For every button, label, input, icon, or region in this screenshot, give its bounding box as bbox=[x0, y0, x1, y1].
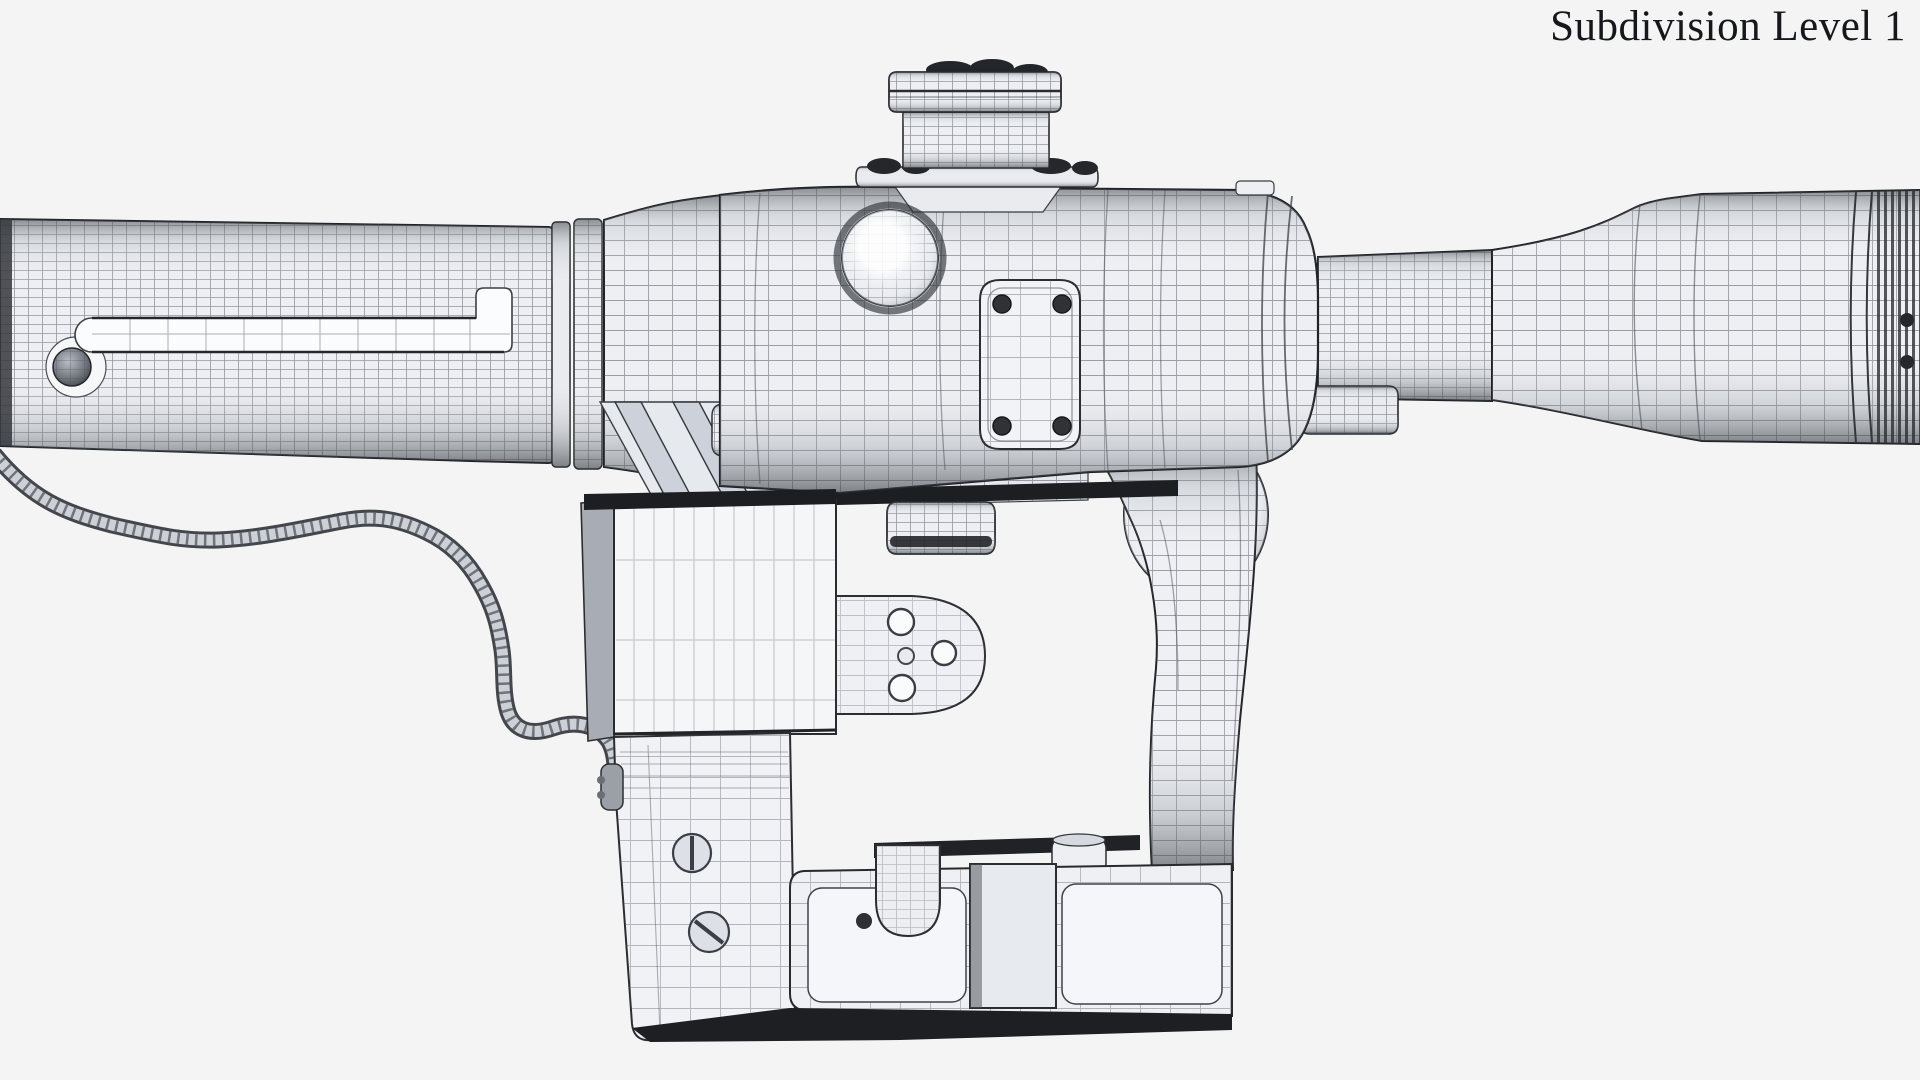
body-end-rings bbox=[1261, 191, 1293, 463]
plate-screw bbox=[992, 294, 1012, 314]
mount-block-grid bbox=[616, 501, 836, 733]
lug-hole bbox=[886, 607, 916, 637]
lug-hole-small bbox=[897, 647, 915, 665]
clamp-lug bbox=[835, 595, 986, 715]
eyecup-slot bbox=[74, 287, 513, 353]
cable-connector bbox=[597, 763, 624, 811]
tube-edge-section bbox=[0, 219, 12, 446]
bell-ridge-line bbox=[1633, 203, 1643, 431]
clamp-knob bbox=[886, 501, 996, 555]
ring-detent-dot bbox=[1900, 355, 1914, 369]
body-top-tab bbox=[1235, 180, 1275, 196]
rail-pin bbox=[856, 913, 872, 929]
rail-panel-right bbox=[1061, 883, 1223, 1005]
mount-block-top-edge bbox=[584, 489, 836, 510]
mount-arm-rear bbox=[1101, 449, 1258, 873]
mount-arm-front bbox=[613, 732, 796, 1042]
bell-ring-groove bbox=[1849, 190, 1873, 444]
lug-hole bbox=[930, 639, 958, 667]
elevation-turret bbox=[855, 59, 1099, 213]
cable-ribbing bbox=[0, 452, 621, 810]
turret-neck bbox=[891, 183, 1065, 213]
slot-grid-lines bbox=[92, 319, 510, 351]
lug-hole bbox=[887, 673, 917, 703]
illumination-cable bbox=[0, 448, 624, 810]
side-mount bbox=[580, 489, 1233, 1042]
flange-lug bbox=[867, 158, 901, 174]
objective-bell bbox=[1491, 189, 1920, 445]
rail-bottom-edge bbox=[632, 1008, 1232, 1042]
eyepiece-tube bbox=[0, 218, 555, 464]
access-plate bbox=[979, 279, 1081, 450]
plate-screw bbox=[1052, 416, 1072, 436]
body-contour-lines bbox=[754, 188, 1166, 485]
ring-detent-dot bbox=[1900, 313, 1914, 327]
plate-screw bbox=[992, 416, 1012, 436]
battery-knob bbox=[833, 201, 947, 315]
main-body bbox=[718, 180, 1320, 495]
plate-screw bbox=[1052, 294, 1072, 314]
subdivision-label: Subdivision Level 1 bbox=[1550, 3, 1906, 50]
mount-block-front bbox=[613, 499, 837, 735]
mount-rail bbox=[632, 833, 1233, 1042]
tube-end-rings bbox=[551, 218, 603, 470]
rail-divider-block bbox=[969, 863, 1057, 1009]
relay-tube bbox=[1317, 249, 1493, 402]
